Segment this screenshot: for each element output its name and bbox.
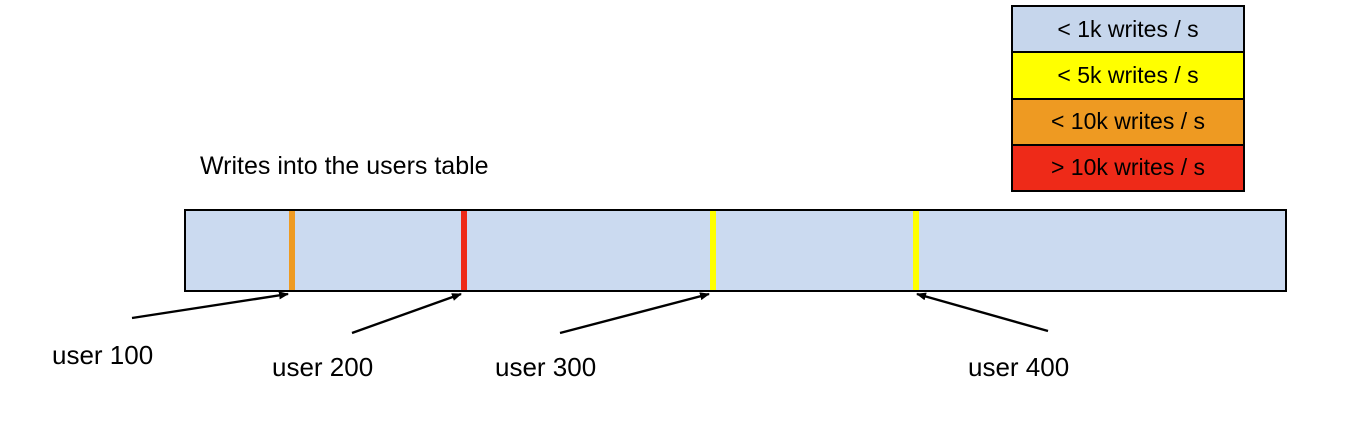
legend-row-under-1k: < 1k writes / s [1013, 7, 1243, 54]
callout-label-user-200: user 200 [272, 352, 374, 382]
bar-marker-user-200 [461, 211, 467, 290]
users-table-keyspace-bar [184, 209, 1287, 292]
legend-label-under-5k: < 5k writes / s [1057, 61, 1199, 88]
arrow-user-100 [131, 291, 289, 320]
arrow-user-300 [559, 292, 710, 335]
legend-row-over-10k: > 10k writes / s [1013, 145, 1243, 190]
legend-label-under-10k: < 10k writes / s [1050, 108, 1206, 135]
callout-label-user-400: user 400 [968, 352, 1070, 382]
legend: < 1k writes / s < 5k writes / s < 10k wr… [1011, 5, 1245, 192]
legend-label-over-10k: > 10k writes / s [1050, 154, 1206, 181]
chart-title: Writes into the users table [200, 152, 489, 180]
legend-row-under-10k: < 10k writes / s [1013, 99, 1243, 146]
arrow-user-400 [916, 292, 1049, 333]
bar-marker-user-300 [710, 211, 716, 290]
legend-row-under-5k: < 5k writes / s [1013, 53, 1243, 100]
callout-label-user-100: user 100 [52, 340, 154, 370]
callout-label-user-300: user 300 [495, 352, 597, 382]
arrow-user-200 [351, 292, 462, 335]
legend-label-under-1k: < 1k writes / s [1057, 15, 1199, 42]
bar-marker-user-100 [289, 211, 295, 290]
bar-marker-user-400 [913, 211, 919, 290]
